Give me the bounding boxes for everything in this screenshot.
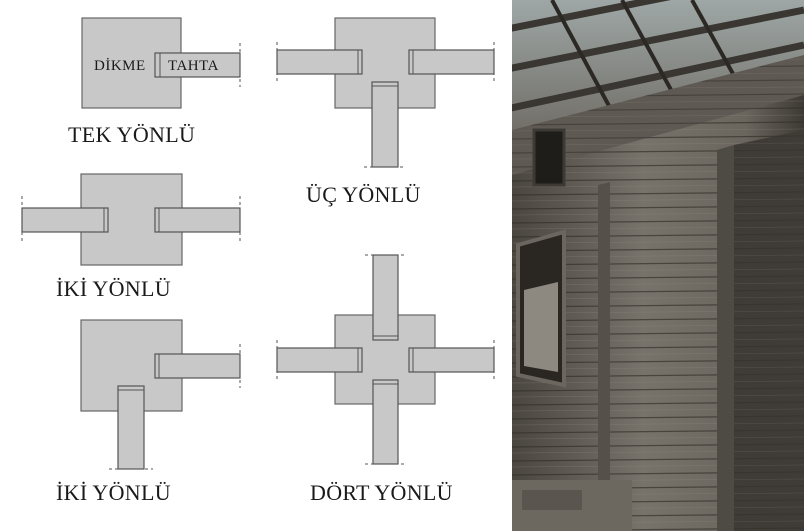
label-tahta: TAHTA [168,58,219,74]
board-right [155,354,240,378]
joint-four-way: DÖRT YÖNLÜ [277,255,494,505]
label-dort-yonlu: DÖRT YÖNLÜ [310,480,453,505]
joint-three-way: ÜÇ YÖNLÜ [277,18,494,207]
board-right [409,50,494,74]
board-bottom [373,380,398,464]
joint-two-way-corner: İKİ YÖNLÜ [56,320,240,505]
board-left [22,208,108,232]
label-iki-yonlu-1: İKİ YÖNLÜ [56,276,171,301]
board-bottom [118,386,144,469]
label-iki-yonlu-2: İKİ YÖNLÜ [56,480,171,505]
board-left [277,348,362,372]
board-right [409,348,494,372]
board-right [155,208,240,232]
joint-one-way: DİKME TAHTA TEK YÖNLÜ [68,18,240,147]
photo-illustration [512,0,804,531]
label-uc-yonlu: ÜÇ YÖNLÜ [306,182,421,207]
board-left [277,50,362,74]
joint-diagram: .post { fill: #c8c8c8; stroke: #666; str… [0,0,506,531]
label-tek-yonlu: TEK YÖNLÜ [68,122,195,147]
joint-two-way-straight: İKİ YÖNLÜ [22,174,240,301]
label-dikme: DİKME [94,58,146,74]
board-bottom [372,82,398,167]
board-top [373,255,398,340]
joint-diagram-panel: .post { fill: #c8c8c8; stroke: #666; str… [0,0,506,531]
wooden-wall-photo [512,0,804,531]
